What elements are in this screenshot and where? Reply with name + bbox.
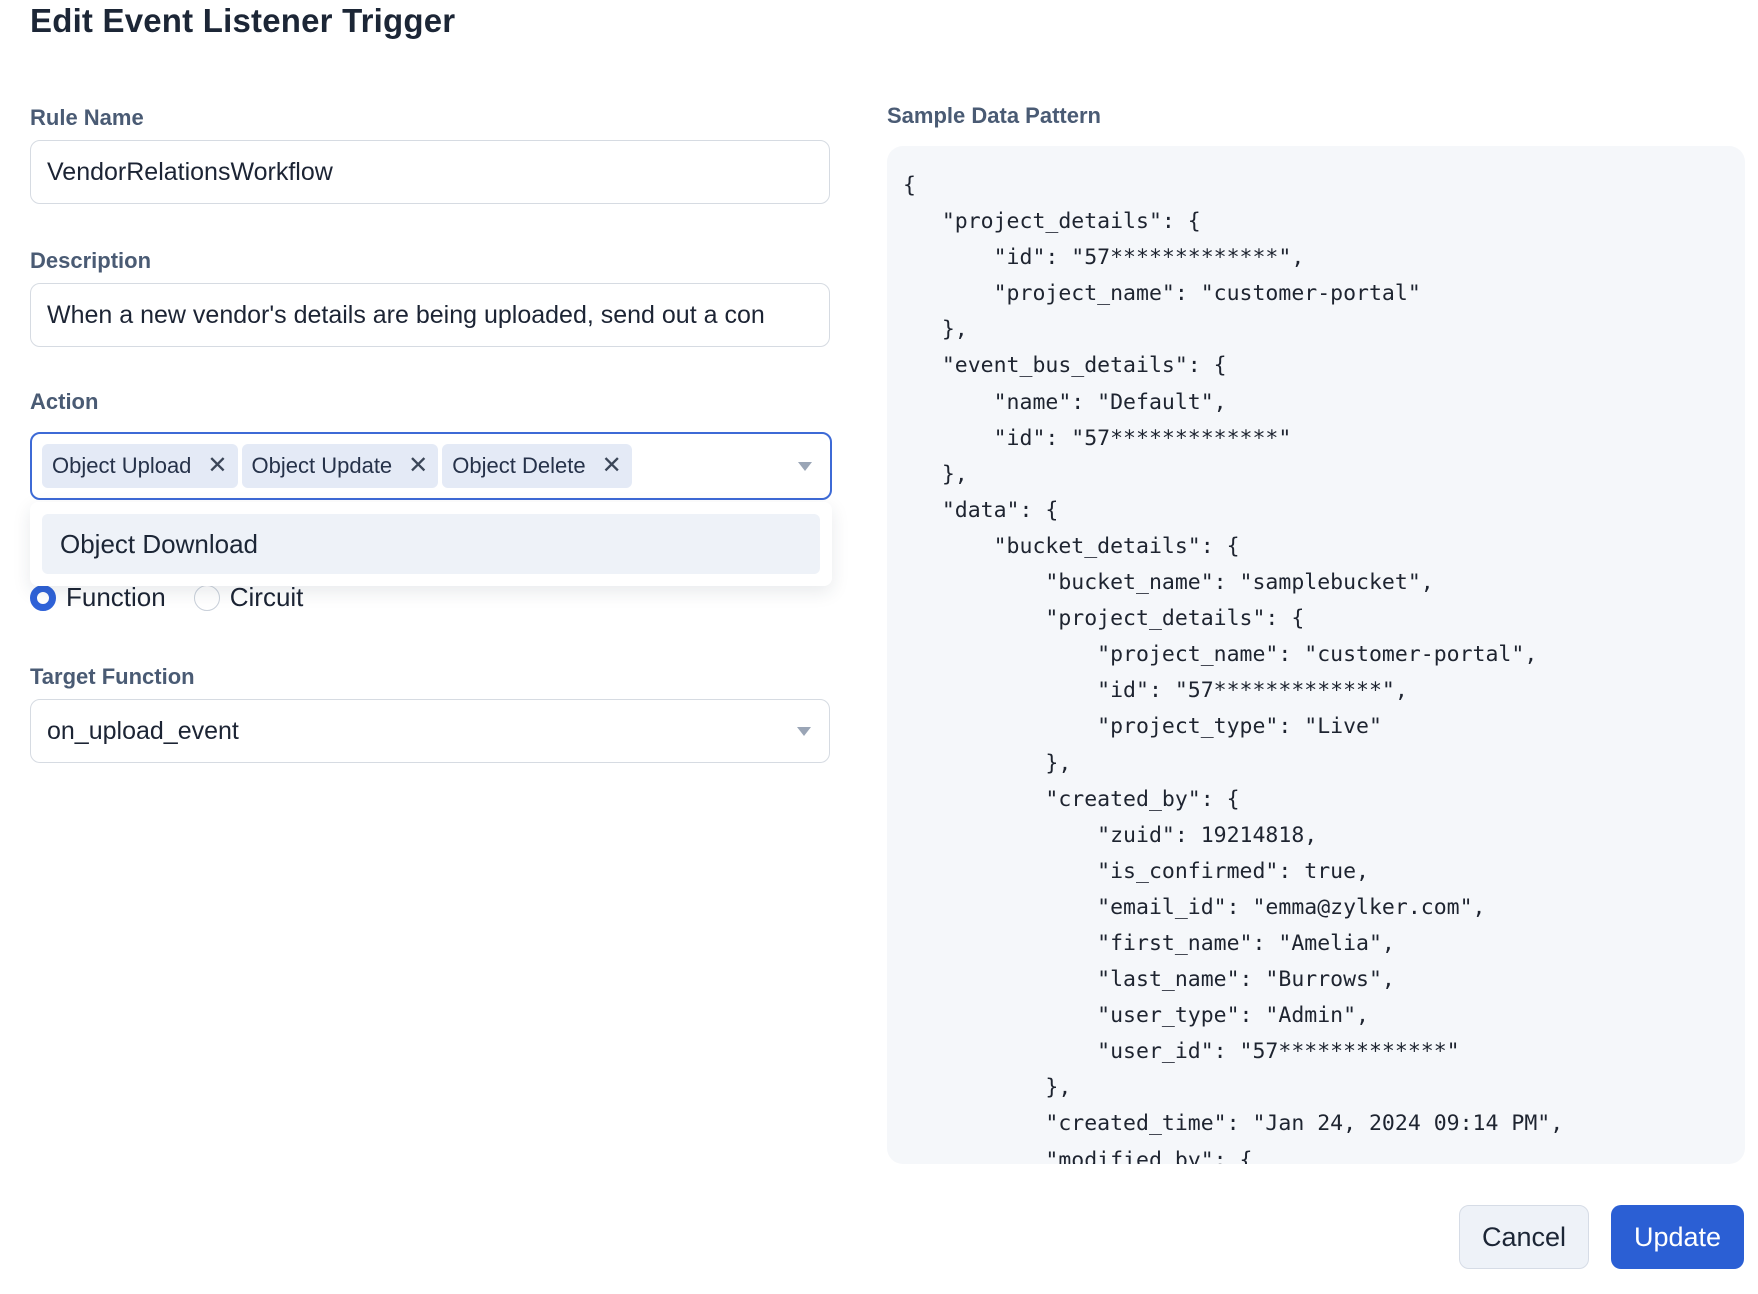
description-label: Description: [30, 248, 152, 273]
rule-name-value: VendorRelationsWorkflow: [47, 157, 333, 186]
remove-chip-icon[interactable]: ✕: [408, 452, 429, 479]
rule-name-input[interactable]: VendorRelationsWorkflow: [30, 140, 830, 204]
radio-checked-icon: [30, 584, 56, 611]
remove-chip-icon[interactable]: ✕: [207, 452, 228, 479]
chevron-down-icon: [797, 727, 811, 736]
cancel-button[interactable]: Cancel: [1459, 1205, 1589, 1269]
chip-label: Object Update: [251, 453, 393, 478]
action-dropdown-list: Object Download: [30, 502, 832, 586]
radio-circuit-label: Circuit: [229, 582, 304, 612]
chevron-down-icon[interactable]: [798, 462, 812, 471]
remove-chip-icon[interactable]: ✕: [601, 452, 622, 479]
dropdown-option-object-download[interactable]: Object Download: [42, 514, 820, 574]
action-label: Action: [30, 389, 99, 414]
sample-data-label: Sample Data Pattern: [887, 103, 1101, 128]
radio-unchecked-icon: [193, 584, 220, 611]
radio-function-label: Function: [66, 582, 166, 612]
rule-name-label: Rule Name: [30, 105, 144, 130]
target-function-value: on_upload_event: [47, 716, 239, 745]
chip-label: Object Delete: [452, 453, 586, 478]
target-function-label: Target Function: [30, 664, 195, 689]
radio-function[interactable]: Function: [30, 582, 166, 613]
target-type-radio-group: Function Circuit: [30, 582, 331, 613]
target-function-select[interactable]: on_upload_event: [30, 699, 830, 763]
action-chip-object-delete: Object Delete ✕: [442, 444, 632, 488]
action-chip-object-update: Object Update ✕: [241, 444, 439, 488]
description-input[interactable]: When a new vendor's details are being up…: [30, 283, 830, 347]
action-chip-object-upload: Object Upload ✕: [42, 444, 238, 488]
update-button[interactable]: Update: [1611, 1205, 1744, 1269]
chip-label: Object Upload: [52, 453, 192, 478]
sample-data-json: { "project_details": { "id": "57********…: [903, 173, 1564, 1164]
action-multiselect[interactable]: Object Upload ✕ Object Update ✕ Object D…: [30, 432, 832, 500]
dialog-title: Edit Event Listener Trigger: [30, 2, 456, 39]
sample-data-code-panel[interactable]: { "project_details": { "id": "57********…: [887, 146, 1745, 1164]
radio-circuit[interactable]: Circuit: [193, 582, 304, 613]
description-value: When a new vendor's details are being up…: [47, 300, 765, 329]
